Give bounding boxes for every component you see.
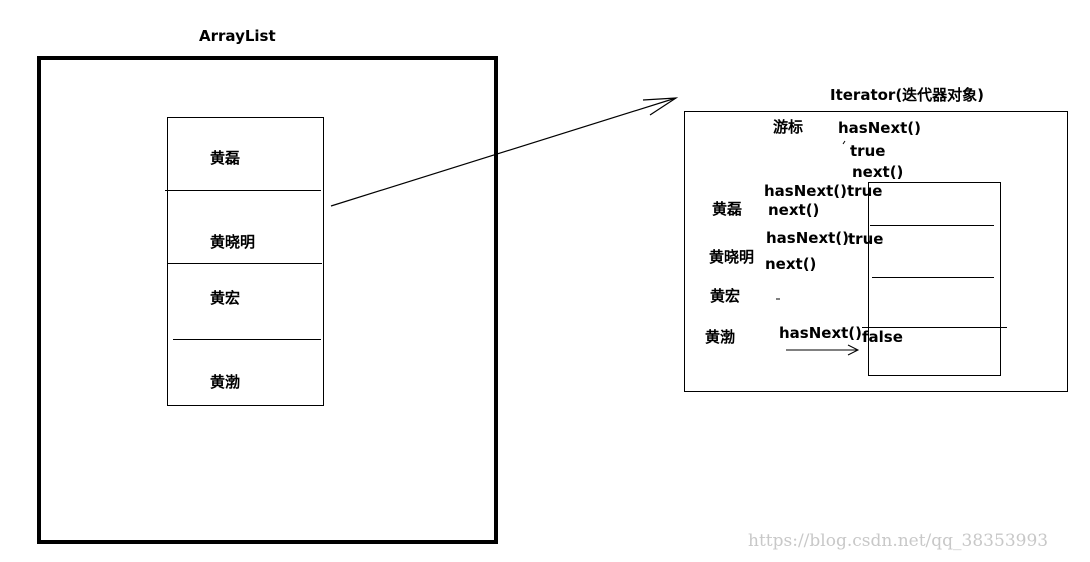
- iterator-divider-1: [870, 225, 994, 226]
- iterator-divider-3: [862, 327, 1007, 328]
- next-1-label: next(): [768, 201, 820, 219]
- hasnext-2-label: hasNext(): [766, 229, 850, 247]
- arraylist-inner-box: [167, 117, 324, 406]
- false-3-label: false: [862, 328, 903, 346]
- iterator-divider-2: [872, 277, 994, 278]
- arraylist-item-1: 黄磊: [210, 149, 241, 167]
- arraylist-divider-1: [165, 190, 321, 191]
- hasnext-3-label: hasNext(): [779, 324, 863, 342]
- true-top-label: true: [850, 142, 886, 160]
- arraylist-item-3: 黄宏: [210, 289, 241, 307]
- stray-marks: [776, 140, 846, 300]
- next-2-label: next(): [765, 255, 817, 273]
- arraylist-item-4: 黄渤: [210, 373, 241, 391]
- true-1-label: true: [847, 182, 883, 200]
- arraylist-frame: [37, 56, 498, 544]
- true-2-label: true: [848, 230, 884, 248]
- arraylist-item-2: 黄晓明: [210, 233, 256, 251]
- cursor-label: 游标: [773, 118, 804, 136]
- iterator-item-1: 黄磊: [712, 200, 743, 218]
- hasnext-1-label: hasNext(): [764, 182, 848, 200]
- iterator-frame: [684, 111, 1068, 392]
- iterator-item-4: 黄渤: [705, 328, 736, 346]
- hasnext-top-label: hasNext(): [838, 119, 922, 137]
- iterator-title: Iterator(迭代器对象): [830, 86, 985, 104]
- arraylist-divider-2: [167, 263, 322, 264]
- arraylist-title: ArrayList: [199, 27, 276, 45]
- arraylist-to-iterator-arrow: [330, 97, 679, 207]
- cursor-small-arrow: [786, 344, 860, 356]
- next-top-label: next(): [852, 163, 904, 181]
- iterator-inner-box: [868, 182, 1001, 376]
- iterator-item-2: 黄晓明: [709, 248, 755, 266]
- arraylist-divider-3: [173, 339, 321, 340]
- iterator-item-3: 黄宏: [710, 287, 741, 305]
- watermark-text: https://blog.csdn.net/qq_38353993: [748, 531, 1049, 551]
